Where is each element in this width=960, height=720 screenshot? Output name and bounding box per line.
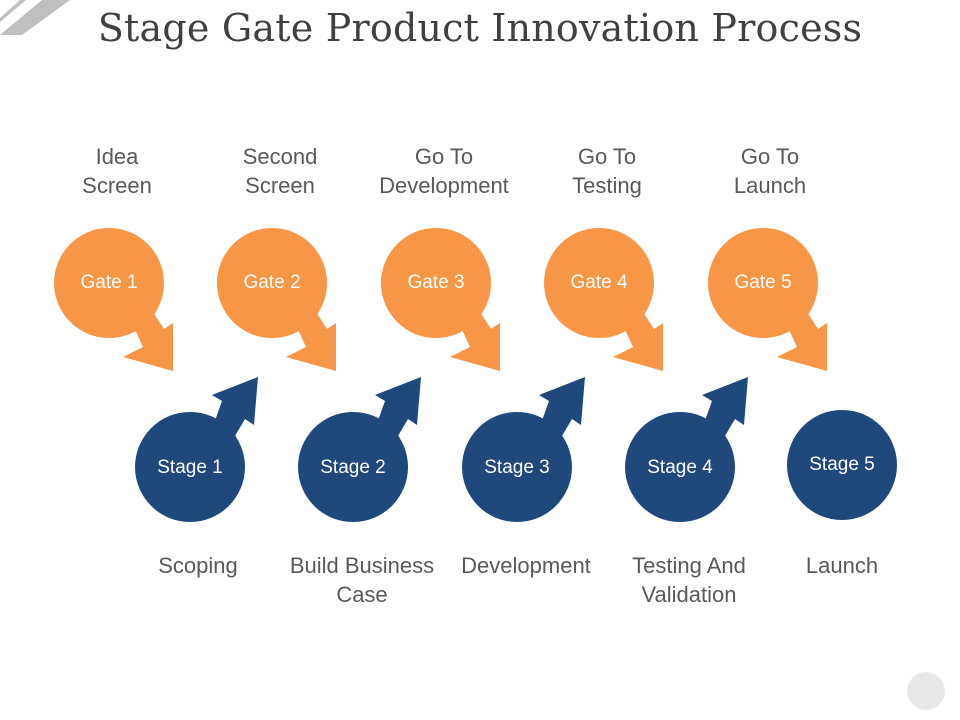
stage-4-label: Stage 4: [647, 457, 713, 478]
gate-1-shape: [54, 228, 173, 371]
gate-1-label: Gate 1: [80, 272, 138, 293]
stage-5-label: Stage 5: [809, 454, 875, 475]
stage-3-shape: [462, 377, 585, 522]
stage-4-shape: [625, 377, 748, 522]
gate-3-shape: [381, 228, 500, 371]
gate-5-shape: [708, 228, 827, 371]
stage-2-shape: [298, 377, 421, 522]
stage-3-label: Stage 3: [484, 457, 550, 478]
gate-5-label: Gate 5: [734, 272, 792, 293]
stage-2-label: Stage 2: [320, 457, 386, 478]
stage-1-label: Stage 1: [157, 457, 223, 478]
corner-dot-decoration: [907, 672, 945, 710]
stage-3-caption: Development: [461, 553, 591, 578]
gate-3-label: Gate 3: [407, 272, 465, 293]
slide-title: Stage Gate Product Innovation Process: [97, 6, 863, 50]
corner-stripes-decoration: [0, 0, 70, 35]
stage-5-shape: [787, 410, 897, 520]
stage-5-caption: Launch: [805, 553, 879, 578]
gate-4-shape: [544, 228, 663, 371]
stage-1-shape: [135, 377, 258, 522]
gate-4-label: Gate 4: [570, 272, 628, 293]
gate-2-label: Gate 2: [243, 272, 301, 293]
gate-2-shape: [217, 228, 336, 371]
stage-1-caption: Scoping: [158, 553, 238, 578]
